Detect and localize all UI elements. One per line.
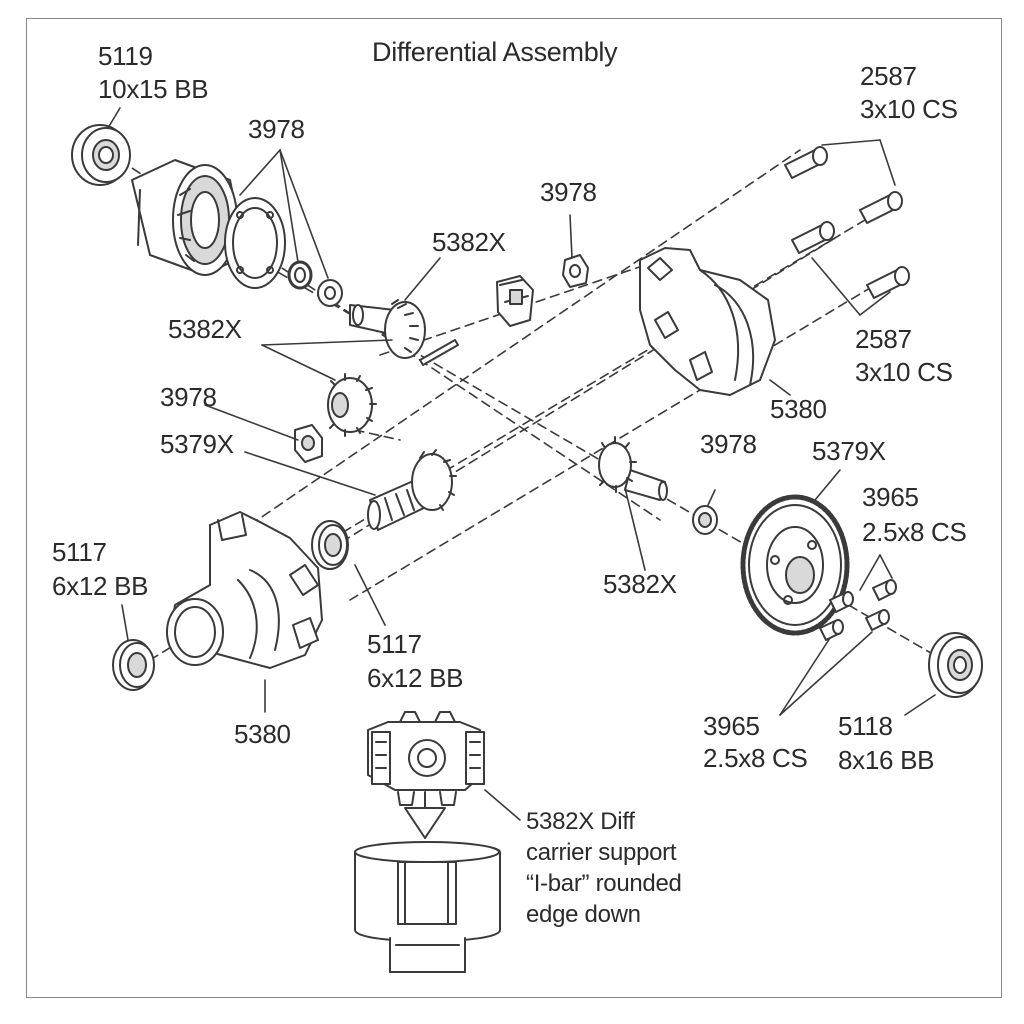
- label-3978-a: 3978: [248, 114, 305, 144]
- label-2587-b-desc: 3x10 CS: [855, 357, 953, 387]
- label-3965-a-number: 3965: [862, 482, 919, 512]
- washer-3978-b: [317, 279, 343, 307]
- label-2587-a-desc: 3x10 CS: [860, 94, 958, 124]
- bearing-5118: [928, 632, 983, 698]
- label-3965-b-desc: 2.5x8 CS: [703, 743, 808, 773]
- note-line-2: carrier support: [526, 839, 677, 866]
- label-5119-desc: 10x15 BB: [98, 74, 209, 104]
- note-line-4: edge down: [526, 901, 641, 928]
- label-5379x-b: 5379X: [812, 436, 886, 466]
- bearing-5117-a: [112, 639, 155, 691]
- label-5118-number: 5118: [838, 711, 893, 741]
- label-5379x-a: 5379X: [160, 429, 234, 459]
- oring-3978-a: [287, 260, 313, 290]
- callout-leaders: [107, 107, 936, 821]
- screws-2587: [784, 146, 910, 299]
- label-3978-c: 3978: [160, 382, 217, 412]
- inset-cup-detail: [354, 841, 501, 973]
- diagram-title: Differential Assembly: [372, 37, 618, 67]
- diff-cup-housing: [131, 159, 246, 276]
- note-line-3: “I-bar” rounded: [526, 870, 682, 897]
- label-5117-a-desc: 6x12 BB: [52, 571, 149, 601]
- ibar-carrier-support: [496, 275, 534, 327]
- output-shaft-5379x-a: [367, 449, 457, 531]
- label-5382x-c: 5382X: [603, 569, 677, 599]
- label-3978-d: 3978: [700, 429, 757, 459]
- label-5117-b-desc: 6x12 BB: [367, 663, 464, 693]
- spider-gear-5382x-c: [598, 436, 668, 501]
- washer-3978-c: [562, 254, 589, 288]
- label-2587-a-number: 2587: [860, 61, 917, 91]
- label-5117-b-number: 5117: [367, 629, 422, 659]
- label-3965-b-number: 3965: [703, 711, 760, 741]
- label-2587-b-number: 2587: [855, 324, 912, 354]
- label-3965-a-desc: 2.5x8 CS: [862, 517, 967, 547]
- label-5382x-b: 5382X: [168, 314, 242, 344]
- label-5117-a-number: 5117: [52, 537, 107, 567]
- diff-housing-5380-a: [166, 511, 323, 669]
- diff-gasket: [224, 197, 286, 289]
- washer-3978-d: [294, 424, 323, 463]
- label-5118-desc: 8x16 BB: [838, 745, 935, 775]
- label-5382x-a: 5382X: [432, 227, 506, 257]
- note-line-1: 5382X Diff: [526, 808, 635, 835]
- cross-pin: [419, 339, 459, 366]
- label-5119-number: 5119: [98, 41, 153, 71]
- screws-3965: [819, 579, 897, 641]
- spider-gear-5382x-b: [327, 373, 377, 437]
- label-5380-a: 5380: [234, 719, 291, 749]
- washer-3978-e: [692, 505, 718, 535]
- diagram-border: [26, 18, 1002, 998]
- spur-gear-5379x-b: [740, 494, 850, 636]
- label-5380-b: 5380: [770, 394, 827, 424]
- label-3978-b: 3978: [540, 177, 597, 207]
- bearing-5119: [71, 124, 131, 186]
- inset-ibar-detail: [367, 711, 485, 839]
- bearing-5117-b: [311, 520, 349, 570]
- diff-housing-5380-b: [639, 247, 776, 396]
- spider-gear-5382x-a: [349, 299, 426, 359]
